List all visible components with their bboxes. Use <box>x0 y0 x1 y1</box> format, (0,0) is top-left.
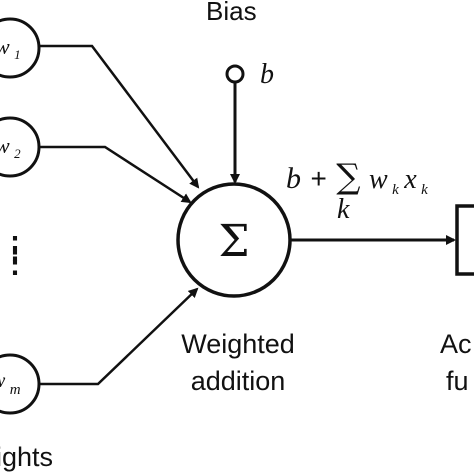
weight-symbol-1: w <box>0 34 10 59</box>
activation-box <box>455 204 474 276</box>
ellipsis-dots: ⋮ <box>0 231 30 266</box>
formula-w: w <box>369 164 388 195</box>
input-arrow-m <box>39 287 199 386</box>
formula-plus: + <box>310 163 326 194</box>
activation-label-fragment-2: fu <box>446 366 469 396</box>
bias-symbol: b <box>260 59 274 90</box>
formula-x: x <box>403 164 417 195</box>
ellipsis-dots: ⋮ <box>0 245 30 280</box>
input-arrow-1 <box>39 44 200 189</box>
formula-bias: b <box>286 162 301 195</box>
formula-x-subscript: k <box>421 182 428 198</box>
weight-label-2: w 2 <box>0 133 21 161</box>
weight-subscript-1: 1 <box>14 47 21 62</box>
weighted-addition-line-2: addition <box>191 366 286 396</box>
input-arrow-2 <box>39 145 192 204</box>
formula-w-subscript: k <box>392 182 399 198</box>
weight-symbol-2: w <box>0 133 10 158</box>
formula-sigma: ∑ <box>336 157 360 197</box>
sum-formula: b + ∑ w k x k <box>286 157 428 198</box>
summation-symbol: Σ <box>218 216 249 267</box>
weight-circle-1 <box>0 17 41 79</box>
weighted-addition-line-1: Weighted <box>181 329 295 359</box>
weight-label-1: w 1 <box>0 34 21 62</box>
weight-symbol-m: w <box>0 370 6 392</box>
bias-node <box>225 64 245 84</box>
activation-label-fragment-1: Ac <box>440 329 472 359</box>
weight-subscript-2: 2 <box>14 146 21 161</box>
weights-label-fragment: ights <box>0 442 53 472</box>
formula-index: k <box>337 194 350 225</box>
weight-subscript-m: m <box>10 382 21 398</box>
bias-label: Bias <box>206 0 257 26</box>
weight-label-m: w m <box>0 370 21 398</box>
